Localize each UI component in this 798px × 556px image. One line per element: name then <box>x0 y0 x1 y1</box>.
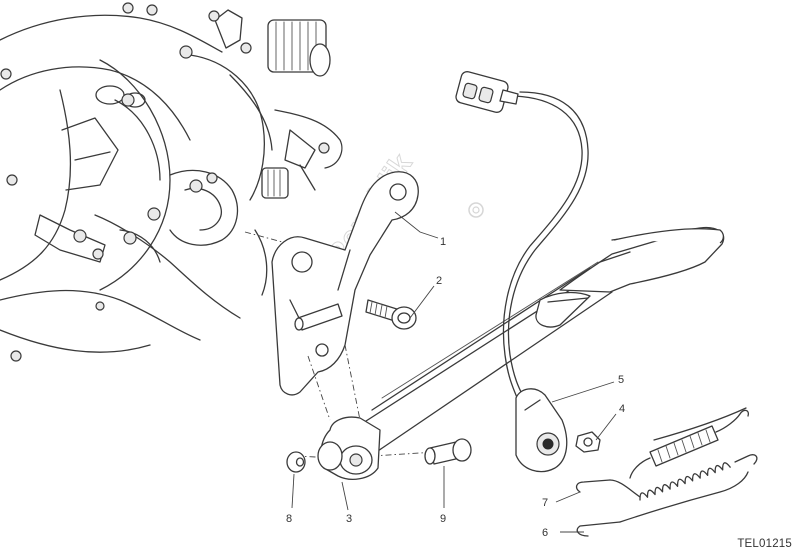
part-1-bracket <box>271 171 419 396</box>
part-6-spring <box>576 407 750 537</box>
callout-9: 9 <box>440 513 446 525</box>
callout-2: 2 <box>436 275 442 287</box>
watermark-gear-icon <box>468 202 484 218</box>
part-5-stand-switch <box>455 71 589 473</box>
part-4-screw <box>575 431 601 453</box>
part-3-side-stand <box>317 226 725 480</box>
part-7-long-spring <box>575 454 758 501</box>
callout-6: 6 <box>542 527 548 539</box>
stud-pin <box>294 303 343 331</box>
callout-3: 3 <box>346 513 352 525</box>
callout-8: 8 <box>286 513 292 525</box>
part-2-bolt <box>365 299 417 330</box>
part-8-washer <box>286 451 306 473</box>
casing-bolts <box>0 2 330 362</box>
drawing-number: TEL01215 <box>737 538 792 550</box>
callout-1: 1 <box>440 236 446 248</box>
callout-leaders <box>291 211 617 533</box>
callout-7: 7 <box>542 497 548 509</box>
callout-5: 5 <box>618 374 624 386</box>
engine-casing <box>0 2 343 362</box>
callout-4: 4 <box>619 403 625 415</box>
part-9-pivot-bolt <box>424 438 472 465</box>
